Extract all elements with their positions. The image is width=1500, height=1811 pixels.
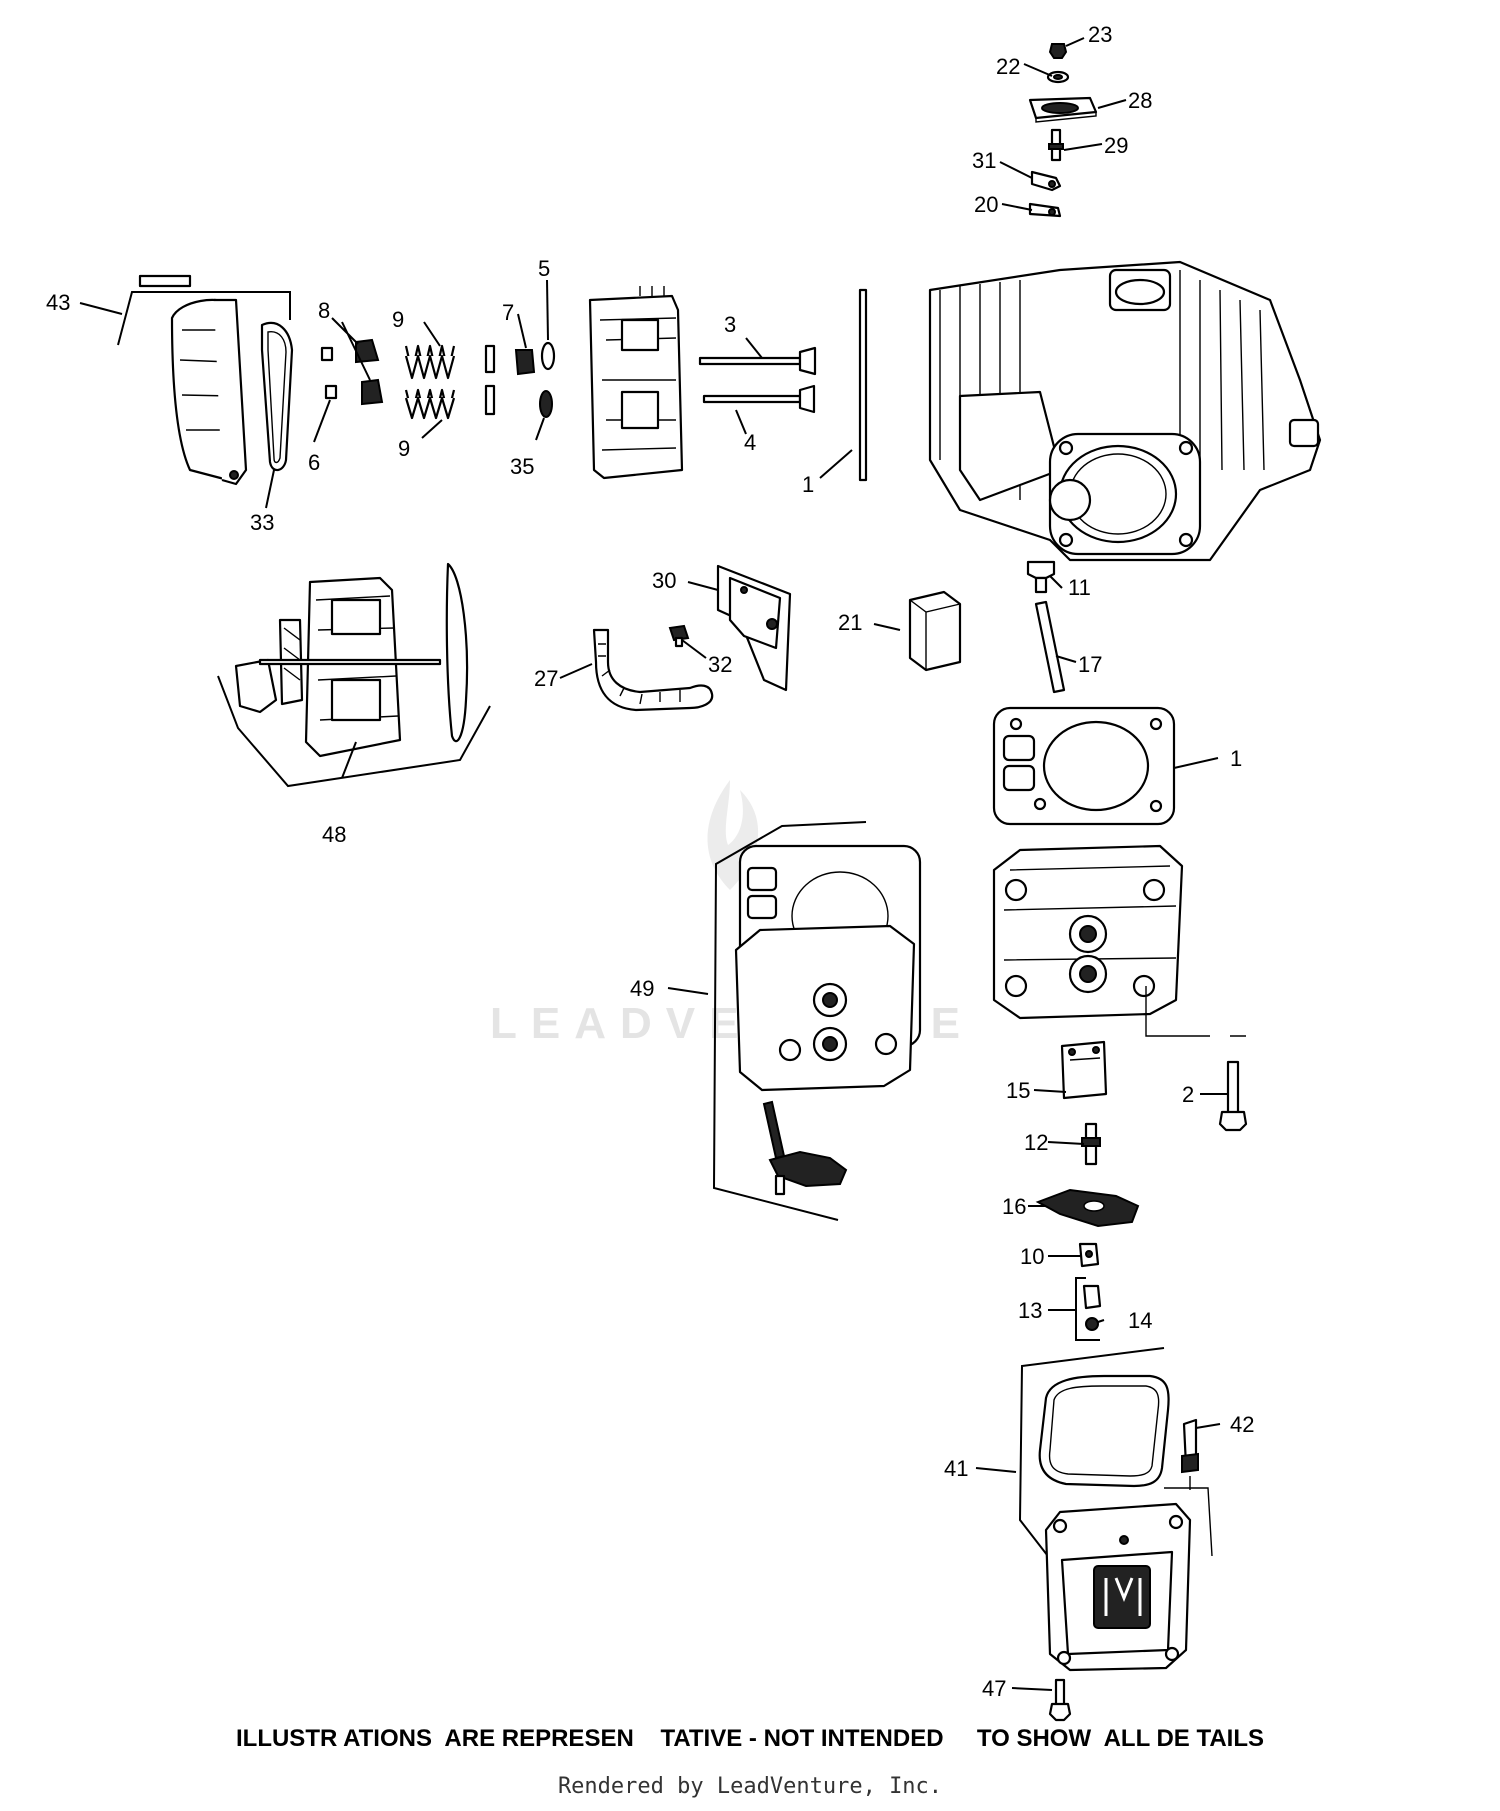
disclaimer-text: ILLUSTR ATIONS ARE REPRESEN TATIVE - NOT… bbox=[235, 1725, 1265, 1752]
callout-49[interactable]: 49 bbox=[630, 976, 654, 1001]
callout-47[interactable]: 47 bbox=[982, 1676, 1006, 1701]
callout-41[interactable]: 41 bbox=[944, 1456, 968, 1481]
part-35-washer[interactable] bbox=[539, 390, 553, 418]
callout-23[interactable]: 23 bbox=[1088, 22, 1112, 47]
part-valve-guides[interactable] bbox=[484, 344, 496, 416]
part-49-head-assembly[interactable] bbox=[734, 844, 922, 1196]
callout-31[interactable]: 31 bbox=[972, 148, 996, 173]
part-22-washer[interactable] bbox=[1046, 70, 1070, 84]
part-29-stud[interactable] bbox=[1048, 128, 1064, 162]
callout-48[interactable]: 48 bbox=[322, 822, 346, 847]
callout-13[interactable]: 13 bbox=[1018, 1298, 1042, 1323]
part-30-cover-gasket[interactable] bbox=[716, 564, 792, 692]
callout-33[interactable]: 33 bbox=[250, 510, 274, 535]
callout-30[interactable]: 30 bbox=[652, 568, 676, 593]
callout-bracket-43 bbox=[117, 291, 291, 346]
callout-bracket-49 bbox=[712, 821, 867, 1221]
callout-32[interactable]: 32 bbox=[708, 652, 732, 677]
callout-bracket-41 bbox=[1018, 1347, 1165, 1583]
callout-16[interactable]: 16 bbox=[1002, 1194, 1026, 1219]
part-16-rocker-arm[interactable] bbox=[1035, 1188, 1140, 1228]
callout-9-lower[interactable]: 9 bbox=[398, 436, 410, 461]
callout-11[interactable]: 11 bbox=[1068, 575, 1091, 600]
part-6-valve-keepers[interactable] bbox=[320, 346, 338, 400]
leader-lines bbox=[79, 37, 1228, 1691]
callout-1-edge[interactable]: 1 bbox=[802, 472, 814, 497]
part-33-gasket[interactable] bbox=[260, 322, 294, 472]
callout-20[interactable]: 20 bbox=[974, 192, 998, 217]
part-valve-cover[interactable] bbox=[1044, 1502, 1192, 1672]
callout-22[interactable]: 22 bbox=[996, 54, 1020, 79]
callout-2[interactable]: 2 bbox=[1182, 1082, 1194, 1107]
part-20-terminal[interactable] bbox=[1028, 202, 1062, 218]
part-13-adjuster[interactable] bbox=[1082, 1284, 1102, 1310]
callout-35[interactable]: 35 bbox=[510, 454, 534, 479]
part-41-cover-gasket[interactable] bbox=[1038, 1374, 1170, 1488]
callout-6[interactable]: 6 bbox=[308, 450, 320, 475]
part-14-nut[interactable] bbox=[1085, 1317, 1099, 1331]
part-42-breather-tube[interactable] bbox=[1164, 1418, 1213, 1557]
part-1-head-gasket-edge[interactable] bbox=[858, 288, 868, 482]
part-1-head-gasket[interactable] bbox=[992, 706, 1176, 826]
part-48-head-assembly[interactable] bbox=[234, 562, 469, 758]
part-5-washer[interactable] bbox=[540, 341, 556, 371]
part-11-bolt[interactable] bbox=[1026, 560, 1056, 594]
callout-8[interactable]: 8 bbox=[318, 298, 330, 323]
part-32-screw[interactable] bbox=[668, 624, 690, 648]
part-12-pivot-stud[interactable] bbox=[1081, 1122, 1101, 1166]
part-17-pushrod[interactable] bbox=[1034, 600, 1066, 694]
part-23-nut[interactable] bbox=[1048, 43, 1068, 59]
rendered-by-credit: Rendered by LeadVenture, Inc. bbox=[557, 1774, 943, 1799]
callout-bracket-48 bbox=[217, 675, 491, 788]
callout-4[interactable]: 4 bbox=[744, 430, 756, 455]
part-cylinder-head-side[interactable] bbox=[588, 286, 684, 480]
part-cylinder-head[interactable] bbox=[992, 844, 1246, 1037]
part-10-nut[interactable] bbox=[1078, 1242, 1100, 1268]
callout-42[interactable]: 42 bbox=[1230, 1412, 1254, 1437]
part-2-head-bolt[interactable] bbox=[1218, 1060, 1248, 1132]
callout-29[interactable]: 29 bbox=[1104, 133, 1128, 158]
part-4-exhaust-valve[interactable] bbox=[702, 384, 816, 414]
part-47-screw[interactable] bbox=[1048, 1678, 1072, 1722]
callout-28[interactable]: 28 bbox=[1128, 88, 1152, 113]
callout-9-upper[interactable]: 9 bbox=[392, 307, 404, 332]
part-15-plate[interactable] bbox=[1060, 1040, 1108, 1100]
part-28-bracket[interactable] bbox=[1028, 96, 1098, 123]
callout-17[interactable]: 17 bbox=[1078, 652, 1102, 677]
part-8-spring-retainers[interactable] bbox=[355, 338, 384, 406]
callout-15[interactable]: 15 bbox=[1006, 1078, 1030, 1103]
part-31-terminal[interactable] bbox=[1030, 170, 1062, 192]
part-engine-block[interactable] bbox=[928, 260, 1322, 562]
callout-10[interactable]: 10 bbox=[1020, 1244, 1044, 1269]
callout-3[interactable]: 3 bbox=[724, 312, 736, 337]
callout-1-gasket[interactable]: 1 bbox=[1230, 746, 1242, 771]
part-27-breather-hose[interactable] bbox=[592, 628, 714, 712]
part-3-intake-valve[interactable] bbox=[698, 346, 817, 376]
part-9-valve-springs[interactable] bbox=[404, 344, 456, 420]
part-43-breather-cover[interactable] bbox=[138, 274, 248, 486]
callout-labels: 23 22 28 29 31 20 43 8 9 7 5 3 4 6 9 35 … bbox=[46, 22, 1254, 1701]
part-7-stem-seal[interactable] bbox=[514, 349, 536, 376]
callout-14[interactable]: 14 bbox=[1128, 1308, 1152, 1333]
callout-21[interactable]: 21 bbox=[838, 610, 862, 635]
callout-7[interactable]: 7 bbox=[502, 300, 514, 325]
callout-12[interactable]: 12 bbox=[1024, 1130, 1048, 1155]
callout-43[interactable]: 43 bbox=[46, 290, 70, 315]
part-21-block[interactable] bbox=[908, 590, 962, 672]
callout-27[interactable]: 27 bbox=[534, 666, 558, 691]
callout-5[interactable]: 5 bbox=[538, 256, 550, 281]
